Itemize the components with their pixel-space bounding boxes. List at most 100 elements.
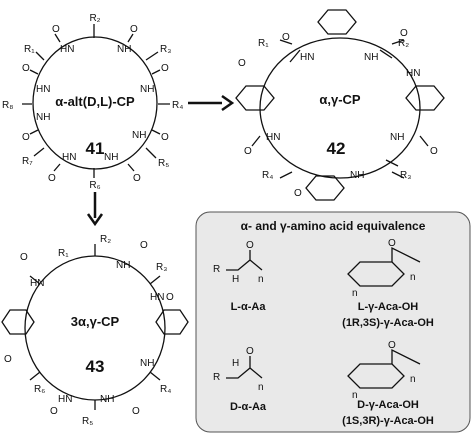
o-42-d: O [294,188,302,199]
sub-41-r8: R₈ [2,100,13,111]
nh-41-f: NH [36,112,50,123]
sub-43-r6: R₆ [34,384,45,395]
o-42-f: O [238,58,246,69]
hn-42-c: HN [406,68,420,79]
ring-41 [32,36,158,170]
sub-41-r4: R₄ [172,100,183,111]
d-alpha-o: O [246,346,254,357]
d-alpha-h: H [232,358,239,369]
sub-42-r3: R₃ [400,170,411,181]
d-alpha-structure: R O H n [213,346,264,393]
l-alpha-structure: R O H n [213,240,264,285]
label-d-gamma: D-γ-Aca-OH [357,399,419,411]
d-alpha-n: n [258,382,264,393]
compound-43: R₁ R₂ R₃ R₄ R₅ R₆ O O O O O O NH HN NH N… [1,234,189,427]
d-alpha-r: R [213,372,220,383]
o-43-c: O [166,292,174,303]
l-alpha-h: H [232,274,239,285]
sub-42-r4: R₄ [262,170,273,181]
label-l-gamma-stereo: (1R,3S)-γ-Aca-OH [342,317,434,329]
d-gamma-n: n [410,374,416,385]
sub-41-r7: R₇ [22,156,33,167]
arrow-down [86,192,104,227]
label-l-alpha: L-α-Aa [231,301,267,313]
sub-42-r2: R₂ [398,38,409,49]
ring-42 [259,37,421,179]
o-43-a: O [20,252,28,263]
o-43-f: O [4,354,12,365]
sub-43-r5: R₅ [82,416,93,427]
compound-41: R₂ R₃ R₄ R₅ R₆ R₇ R₈ R₁ O O O O O O O O … [2,13,183,191]
sub-43-r4: R₄ [160,384,171,395]
cyclohexane-43-right [155,309,189,335]
label-d-gamma-stereo: (1S,3R)-γ-Aca-OH [342,415,434,427]
o-41-a: O [52,24,60,35]
nh-41-b: NH [140,84,154,95]
title-43: 3α,γ-CP [71,314,120,329]
nh-42-b: NH [364,52,378,63]
o-43-d: O [132,406,140,417]
l-alpha-r: R [213,264,220,275]
nh-43-d: NH [100,394,114,405]
number-41: 41 [86,139,105,158]
sub-41-r1: R₁ [24,44,35,55]
sub-43-r2: R₂ [100,234,111,245]
nh-43-c: NH [140,358,154,369]
panel-title: α- and γ-amino acid equivalence [241,219,426,233]
hn-42-a: HN [300,52,314,63]
sub-43-r1: R₁ [58,248,69,259]
hn-41-g: HN [36,84,50,95]
cyclohexane-bottom [305,175,345,201]
compound-42: R₁ R₂ R₃ R₄ O O O O O O HN NH HN NH NH H… [235,9,445,201]
panel-background [195,211,471,433]
cyclohexane-top [317,9,357,35]
hn-42-f: HN [266,132,280,143]
cyclohexane-43-left [1,309,35,335]
o-43-b: O [140,240,148,251]
label-l-gamma: L-γ-Aca-OH [358,301,419,313]
hn-43-e: HN [58,394,72,405]
o-41-e: O [133,173,141,184]
o-41-f: O [48,173,56,184]
l-gamma-o: O [388,238,396,249]
l-gamma-index: n [352,288,358,299]
sub-43-r3: R₃ [156,262,167,273]
sub-41-r6: R₆ [89,180,100,191]
o-41-c: O [161,63,169,74]
nh-41-c: NH [132,130,146,141]
l-gamma-structure: O n n [347,238,421,299]
number-43: 43 [86,357,105,376]
o-41-d: O [161,132,169,143]
o-42-a: O [282,32,290,43]
nh-43-a: NH [116,260,130,271]
sub-41-r2: R₂ [89,13,100,24]
hn-41-h: HN [60,44,74,55]
nh-41-d: NH [104,152,118,163]
d-gamma-structure: O n n [347,340,421,401]
title-42: α,γ-CP [319,92,361,107]
o-42-b: O [400,28,408,39]
sub-41-r5: R₅ [158,158,169,169]
nh-42-d: NH [390,132,404,143]
label-d-alpha: D-α-Aa [230,401,267,413]
d-gamma-index: n [352,390,358,401]
hn-43-f: HN [30,278,44,289]
o-43-e: O [50,406,58,417]
sub-41-r3: R₃ [160,44,171,55]
cyclohexane-right [405,85,445,111]
o-41-b: O [130,24,138,35]
sub-42-r1: R₁ [258,38,269,49]
equivalence-panel: α- and γ-amino acid equivalence R O H n … [195,211,471,433]
cyclohexane-left [235,85,275,111]
arrow-right [188,94,235,112]
hn-41-e: HN [62,152,76,163]
title-41: α-alt(D,L)-CP [55,94,135,109]
number-42: 42 [327,139,346,158]
o-42-e: O [244,146,252,157]
hn-43-b: HN [150,292,164,303]
l-alpha-n: n [258,274,264,285]
nh-42-e: NH [350,170,364,181]
d-gamma-o: O [388,340,396,351]
nh-41-a: NH [117,44,131,55]
